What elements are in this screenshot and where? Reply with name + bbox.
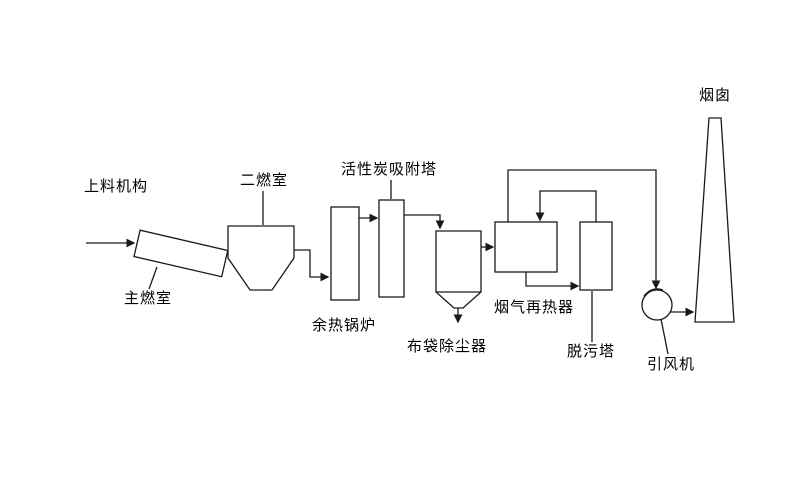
- carbon-tower-to-bag-filter-arrow: [404, 214, 445, 230]
- reheater-shape: [494, 221, 558, 273]
- scrubber-shape: [579, 221, 613, 291]
- label-stack: 烟囱: [699, 87, 732, 104]
- label-carbon-tower: 活性炭吸附塔: [341, 161, 438, 178]
- reheater-to-fan-arrow: [507, 169, 661, 290]
- main-chamber-shape: [133, 229, 229, 278]
- label-scrubber: 脱污塔: [567, 343, 616, 360]
- scrubber-return-to-reheater-arrow: [535, 190, 597, 222]
- label-feeder: 上料机构: [84, 178, 149, 195]
- stack-shape: [694, 117, 735, 323]
- fan-leader-line: [660, 318, 669, 355]
- label-secondary-chamber: 二燃室: [240, 172, 289, 189]
- label-waste-heat-boiler: 余热锅炉: [312, 317, 377, 334]
- bag-filter-shape: [435, 230, 482, 309]
- secondary-chamber-shape: [227, 225, 295, 291]
- main-chamber-leader-line: [148, 266, 158, 290]
- fan-shape: [641, 289, 673, 321]
- waste-heat-boiler-shape: [330, 206, 360, 301]
- label-bag-filter: 布袋除尘器: [407, 338, 488, 355]
- carbon-tower-shape: [378, 199, 405, 298]
- label-reheater: 烟气再热器: [494, 299, 575, 316]
- fan-volute-line: [643, 288, 664, 297]
- chamber-to-boiler-arrow: [294, 249, 330, 282]
- label-main-chamber: 主燃室: [124, 290, 173, 307]
- label-fan: 引风机: [647, 356, 696, 373]
- reheater-to-scrubber-arrow: [525, 272, 580, 291]
